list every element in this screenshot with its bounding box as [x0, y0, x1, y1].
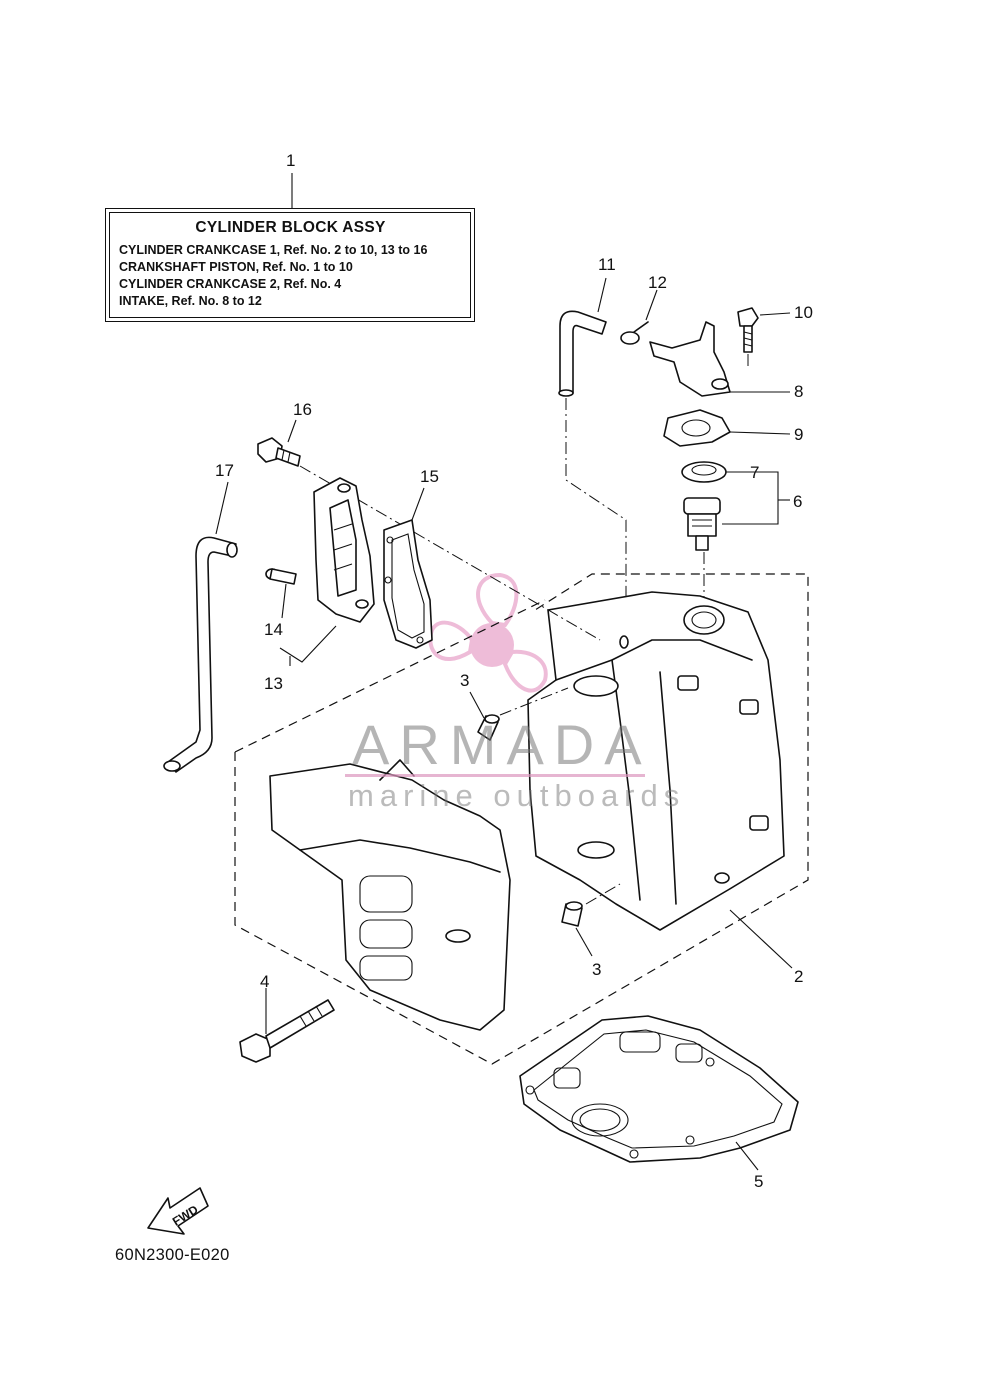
part-7-seal: [681, 461, 727, 483]
assembly-label-line: CYLINDER CRANKCASE 2, Ref. No. 4: [119, 277, 342, 291]
callout-5: 5: [754, 1172, 763, 1191]
leader-3-lower: [575, 927, 593, 957]
leader-2: [729, 909, 793, 969]
callout-1: 1: [286, 151, 295, 170]
part-16-bolt: [257, 437, 301, 467]
hose-11-axis: [565, 398, 627, 640]
callout-3-lower: 3: [592, 960, 601, 979]
part-5-gasket: [519, 1015, 799, 1163]
assembly-label-line: CYLINDER CRANKCASE 1, Ref. No. 2 to 10, …: [119, 243, 428, 257]
callout-10: 10: [794, 303, 813, 322]
watermark-subtitle: marine outboards: [348, 778, 686, 813]
leader-5: [735, 1141, 759, 1171]
callout-4: 4: [260, 972, 269, 991]
bracket-13: [279, 625, 337, 663]
callout-17: 17: [215, 461, 234, 480]
leader-15: [411, 487, 425, 521]
part-12-clip: [620, 321, 649, 345]
part-13-manifold: [313, 477, 375, 623]
leader-11: [597, 277, 607, 313]
part-14-stud: [265, 568, 297, 585]
assembly-label-line: INTAKE, Ref. No. 8 to 12: [119, 294, 262, 308]
leader-3-upper: [469, 691, 485, 719]
callout-12: 12: [648, 273, 667, 292]
watermark-rule: [345, 774, 645, 777]
leader-9: [729, 431, 791, 435]
watermark-propeller-icon: [428, 572, 548, 693]
callout-15: 15: [420, 467, 439, 486]
assembly-label-line: CRANKSHAFT PISTON, Ref. No. 1 to 10: [119, 260, 353, 274]
part-2-cylinder-block: [527, 591, 785, 931]
drawing-code: 60N2300-E020: [115, 1246, 230, 1264]
assembly-label-title: CYLINDER BLOCK ASSY: [195, 219, 386, 236]
callout-11: 11: [598, 255, 616, 274]
part-3-dowel-upper: [477, 714, 500, 741]
fwd-arrow-icon: FWD: [147, 1187, 209, 1235]
assembly-label-box: CYLINDER BLOCK ASSY CYLINDER CRANKCASE 1…: [105, 208, 475, 322]
callout-14: 14: [264, 620, 283, 639]
part-4-bolt: [239, 999, 335, 1063]
part-6-thermostat: [683, 497, 721, 551]
assembly-label-inner: CYLINDER BLOCK ASSY CYLINDER CRANKCASE 1…: [109, 212, 471, 318]
dowel-upper-axis: [499, 687, 569, 716]
callout-9: 9: [794, 425, 803, 444]
dowel-lower-axis: [585, 883, 621, 905]
part-10-bolt: [737, 307, 759, 353]
part-9-gasket: [663, 409, 731, 447]
leader-14: [281, 583, 287, 619]
leader-17: [215, 481, 229, 535]
assembly-outline-top: [234, 599, 546, 753]
part-4-crankcase: [269, 759, 511, 1031]
callout-13: 13: [264, 674, 283, 693]
leader-12: [645, 289, 658, 321]
part-3-dowel-lower: [561, 901, 583, 927]
callout-16: 16: [293, 400, 312, 419]
part-11-hose: [558, 310, 607, 397]
watermark-name: ARMADA: [352, 713, 652, 776]
callout-8: 8: [794, 382, 803, 401]
leader-10: [759, 312, 791, 316]
part-8-intake: [649, 321, 731, 397]
bolt-16-axis: [299, 465, 601, 641]
callout-2: 2: [794, 967, 803, 986]
part-15-gasket: [383, 519, 433, 649]
leader-16: [287, 419, 297, 443]
callout-3-upper: 3: [460, 671, 469, 690]
assembly-outline: [234, 573, 809, 1065]
callout-7: 7: [750, 463, 759, 482]
bracket-6: [722, 471, 779, 525]
part-17-hose: [163, 536, 238, 773]
callout-6: 6: [793, 492, 802, 511]
